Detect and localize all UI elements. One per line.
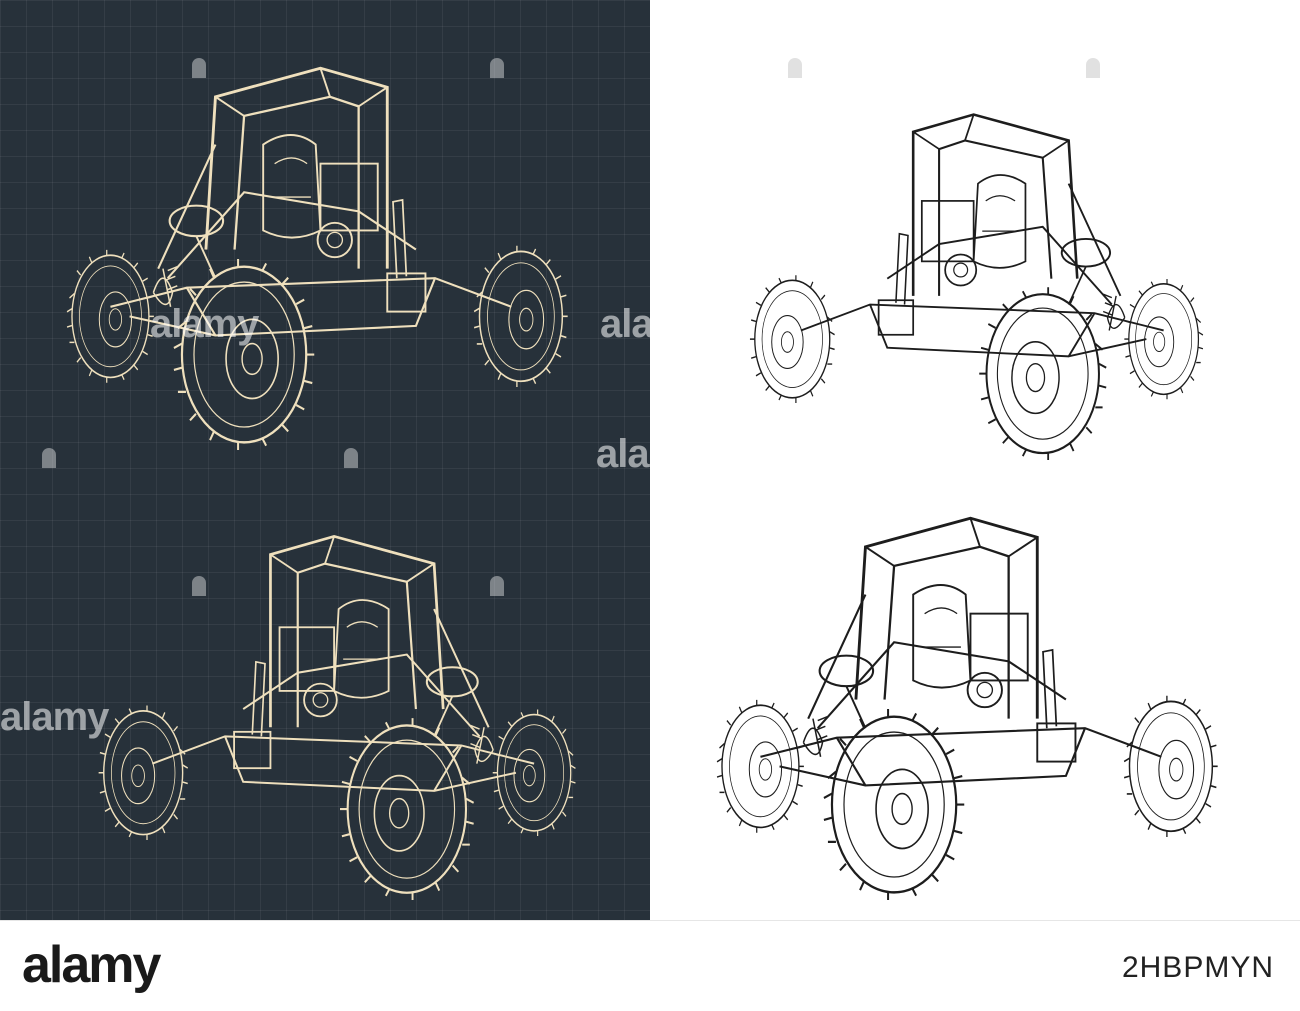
- buggy-drawing-light-bottom: [690, 480, 1270, 900]
- buggy-drawing-light-top: [680, 80, 1250, 460]
- watermark-row-3: alamy: [0, 695, 1300, 739]
- watermark-pin-icon: [344, 448, 358, 468]
- image-id: 2HBPMYN: [1121, 951, 1274, 984]
- footer-logo: alamy: [22, 936, 161, 994]
- watermark-text: ala: [600, 302, 654, 346]
- light-blueprint-panel: [650, 0, 1300, 920]
- watermark-pin-icon: [788, 58, 802, 78]
- artwork: alamy ala ala alamy: [0, 0, 1300, 920]
- watermark-text: alamy: [150, 302, 259, 346]
- watermark-text: alamy: [0, 695, 109, 739]
- watermark-pin-icon: [42, 448, 56, 468]
- watermark-text: ala: [596, 432, 650, 476]
- watermark-pin-icon: [490, 58, 504, 78]
- watermark-pin-icon: [192, 576, 206, 596]
- buggy-drawing-dark-top: [40, 30, 620, 450]
- watermark-pin-icon: [490, 576, 504, 596]
- watermark-pin-icon: [1086, 58, 1100, 78]
- watermark-pin-icon: [192, 58, 206, 78]
- watermark-row-2: ala: [0, 432, 1300, 476]
- watermark-row-1: alamy ala: [0, 302, 1300, 346]
- dark-blueprint-panel: [0, 0, 650, 920]
- footer-bar: alamy 2HBPMYN: [0, 920, 1300, 1011]
